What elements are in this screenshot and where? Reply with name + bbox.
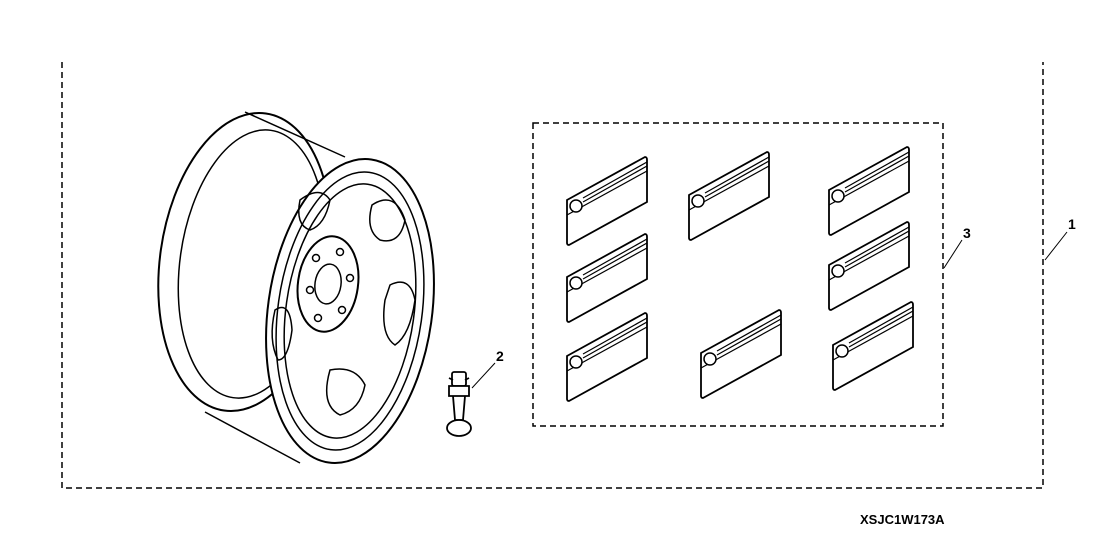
label-plate: [700, 309, 782, 399]
label-plate: [828, 221, 910, 311]
label-plates: [566, 146, 914, 402]
kit-outline: [61, 62, 1044, 489]
leader-2: [471, 362, 496, 389]
leader-1: [1044, 231, 1068, 261]
drawing-code: XSJC1W173A: [860, 512, 945, 527]
callout-1: 1: [1068, 216, 1076, 232]
label-plate: [566, 312, 648, 402]
callout-3: 3: [963, 225, 971, 241]
leader-3: [943, 239, 963, 269]
label-plate: [566, 233, 648, 323]
label-plate: [566, 156, 648, 246]
label-set-outline: [532, 122, 944, 427]
label-plate: [688, 151, 770, 241]
callout-2: 2: [496, 348, 504, 364]
valve-stem: [446, 371, 472, 437]
steel-wheel: [157, 111, 435, 464]
label-plate: [828, 146, 910, 236]
label-plate: [832, 301, 914, 391]
